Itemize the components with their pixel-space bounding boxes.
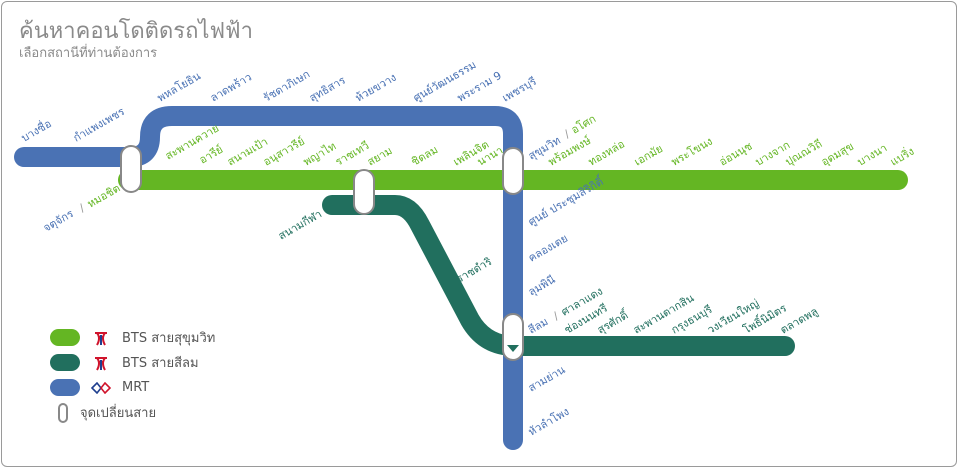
interchange-siam[interactable]: [353, 169, 375, 215]
legend-item-bts-silom: BTS สายสีลม: [50, 350, 215, 375]
legend-label: BTS สายสุขุมวิท: [122, 331, 216, 346]
station-label-mrt[interactable]: สามย่าน: [526, 363, 568, 395]
legend-item-mrt: MRT: [50, 375, 215, 400]
interchange-icon: [58, 402, 68, 423]
station-label-bts-sukhumvit[interactable]: สนามเป้า: [225, 135, 270, 169]
station-label-bts-sukhumvit[interactable]: ราชเทวี: [333, 139, 371, 169]
station-label-mrt[interactable]: บางซื่อ: [18, 115, 54, 144]
mrt-logo-icon: [90, 379, 112, 396]
station-label-mrt[interactable]: ลุมพินี: [526, 273, 558, 299]
station-label-mrt[interactable]: สุทธิสาร: [307, 74, 348, 105]
station-label-bts-sukhumvit[interactable]: บางนา: [855, 141, 889, 168]
legend-swatch: [50, 329, 80, 346]
mrt-line: [14, 106, 523, 450]
station-label-mrt[interactable]: พหลโยธิน: [155, 68, 204, 104]
interchange-sukhumvit-asok[interactable]: [502, 147, 524, 195]
interchange-silom-saladaeng[interactable]: [502, 313, 524, 361]
legend-swatch: [50, 354, 80, 371]
station-label-mrt[interactable]: คลองเตย: [526, 232, 570, 265]
station-label-bts-sukhumvit[interactable]: พญาไท: [301, 140, 338, 169]
station-label-bts-sukhumvit[interactable]: พระโขนง: [669, 134, 715, 169]
station-label-bts-sukhumvit[interactable]: อ่อนนุช: [717, 139, 754, 168]
legend-item-bts-sukhumvit: BTS สายสุขุมวิท: [50, 325, 215, 350]
legend-label: MRT: [122, 380, 150, 395]
legend-item-interchange: จุดเปลี่ยนสาย: [50, 400, 215, 425]
legend-label: จุดเปลี่ยนสาย: [80, 406, 157, 421]
station-label-mrt[interactable]: ลาดพร้าว: [208, 71, 254, 105]
station-label-mrt[interactable]: รัชดาภิเษก: [261, 68, 312, 105]
station-label-bts-sukhumvit[interactable]: ปุณณวิถี: [783, 137, 824, 168]
station-label-bts-sukhumvit[interactable]: อนุสาวรีย์: [261, 135, 307, 169]
station-label-mrt[interactable]: หัวลำโพง: [526, 404, 572, 439]
station-label-bts-sukhumvit[interactable]: เอกมัย: [632, 142, 665, 169]
station-label-chatuchak[interactable]: จตุจักร: [41, 207, 76, 235]
station-label-bts-sukhumvit[interactable]: อารีย์: [197, 143, 225, 167]
station-label-asok[interactable]: อโศก: [569, 111, 599, 136]
station-label-bts-silom[interactable]: ราชดำริ: [454, 255, 494, 286]
station-label-mrt[interactable]: เพชรบุรี: [500, 75, 539, 105]
station-label-mochit[interactable]: หมอชิต: [85, 181, 122, 210]
triangle-down-icon: [507, 345, 519, 352]
page-subtitle: เลือกสถานีที่ท่านต้องการ: [19, 46, 158, 61]
station-label-bts-silom[interactable]: สนามกีฬา: [276, 207, 324, 242]
station-label-bts-sukhumvit[interactable]: แบริ่ง: [887, 143, 916, 169]
station-label-mrt[interactable]: กำแพงเพชร: [71, 105, 127, 145]
bts-logo-icon: [90, 329, 112, 346]
separator[interactable]: /: [562, 127, 572, 140]
legend: BTS สายสุขุมวิท BTS สายสีลม MRT จุดเปลี่…: [50, 325, 215, 425]
station-label-silom[interactable]: สีลม: [526, 315, 551, 337]
station-label-mrt[interactable]: ห้วยขวาง: [353, 71, 399, 105]
station-label-bts-sukhumvit[interactable]: อุดมสุข: [819, 140, 856, 169]
separator[interactable]: /: [551, 309, 561, 322]
interchange-chatuchak[interactable]: [120, 145, 142, 193]
bts-logo-icon: [90, 354, 112, 371]
station-label-bts-sukhumvit[interactable]: ชิดลม: [409, 143, 440, 169]
legend-label: BTS สายสีลม: [122, 356, 199, 371]
page-title: ค้นหาคอนโดติดรถไฟฟ้า: [19, 19, 253, 44]
legend-swatch: [50, 379, 80, 396]
station-label-bts-sukhumvit[interactable]: ทองหล่อ: [586, 137, 627, 168]
separator[interactable]: /: [77, 201, 87, 214]
